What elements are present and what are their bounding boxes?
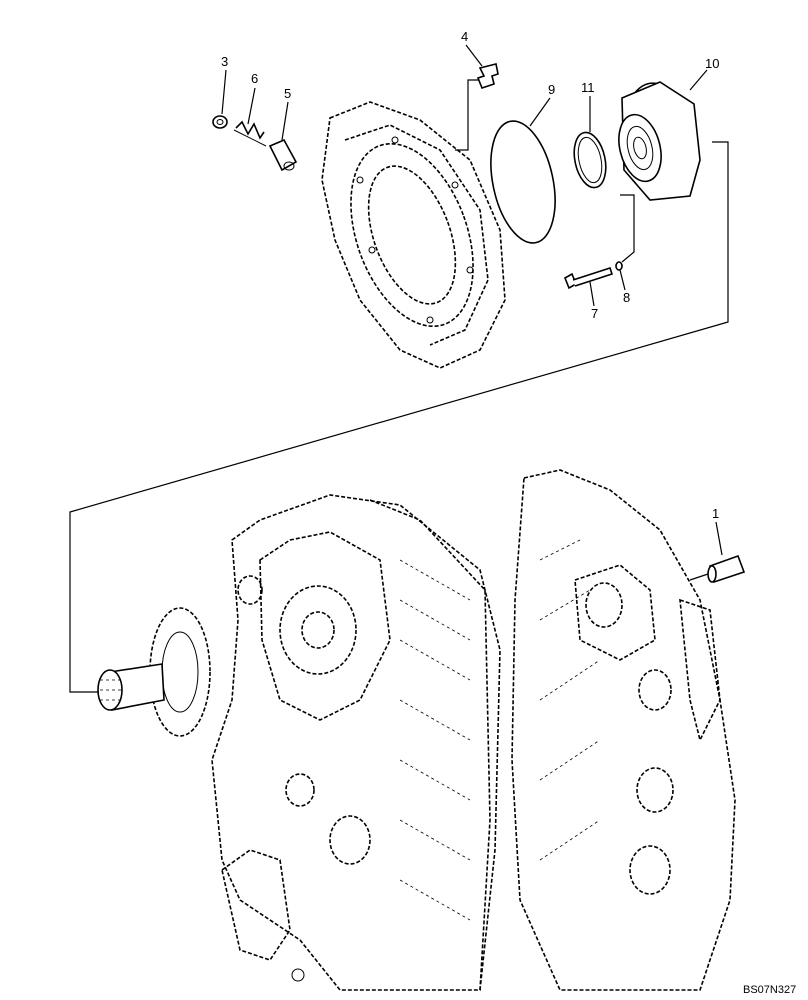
callout-10: 10 [705, 56, 719, 71]
pump-housing-plate [321, 101, 506, 369]
callout-9: 9 [548, 82, 555, 97]
reference-code: BS07N327 [743, 984, 796, 996]
callout-6: 6 [251, 71, 258, 86]
part-10-pump [618, 81, 701, 201]
callout-8: 8 [623, 290, 630, 305]
transmission-housing-rear [511, 469, 736, 991]
callout-7: 7 [591, 306, 598, 321]
callout-11: 11 [581, 80, 595, 95]
callout-5: 5 [284, 86, 291, 101]
part-1-sleeve [689, 554, 746, 584]
part-3-washer [212, 115, 228, 129]
leader-lines [221, 44, 723, 556]
input-shaft-flange [97, 607, 211, 737]
transmission-housing-front [211, 494, 501, 991]
part-6-spring [233, 120, 267, 147]
part-9-o-ring [490, 120, 556, 244]
part-5-piston [268, 138, 298, 172]
callout-labels: 3 6 5 4 9 11 10 7 8 1 [221, 29, 719, 521]
callout-4: 4 [461, 29, 468, 44]
callout-1: 1 [712, 506, 719, 521]
part-4-clip [476, 63, 499, 89]
part-7-bolt [563, 266, 614, 290]
callout-3: 3 [221, 54, 228, 69]
assembly-guide-lines [69, 79, 729, 693]
part-8-washer [615, 261, 623, 271]
part-11-ring [573, 131, 607, 189]
